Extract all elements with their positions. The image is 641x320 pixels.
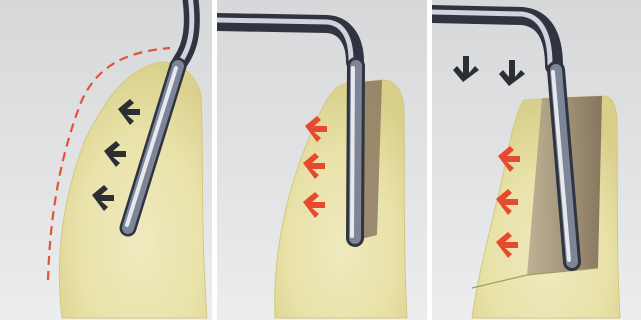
panel-3-illustration (432, 0, 641, 320)
down-arrow-icon (499, 60, 525, 86)
down-arrow-icon (453, 56, 479, 82)
alveolar-ridge (275, 80, 407, 318)
arrow-group (303, 116, 327, 218)
panel-2-illustration (217, 0, 427, 320)
panel-step-2 (217, 0, 427, 320)
panel-step-3 (432, 0, 641, 320)
panel-1-illustration (0, 0, 212, 320)
arrow-group (453, 56, 525, 86)
panel-step-1 (0, 0, 212, 320)
